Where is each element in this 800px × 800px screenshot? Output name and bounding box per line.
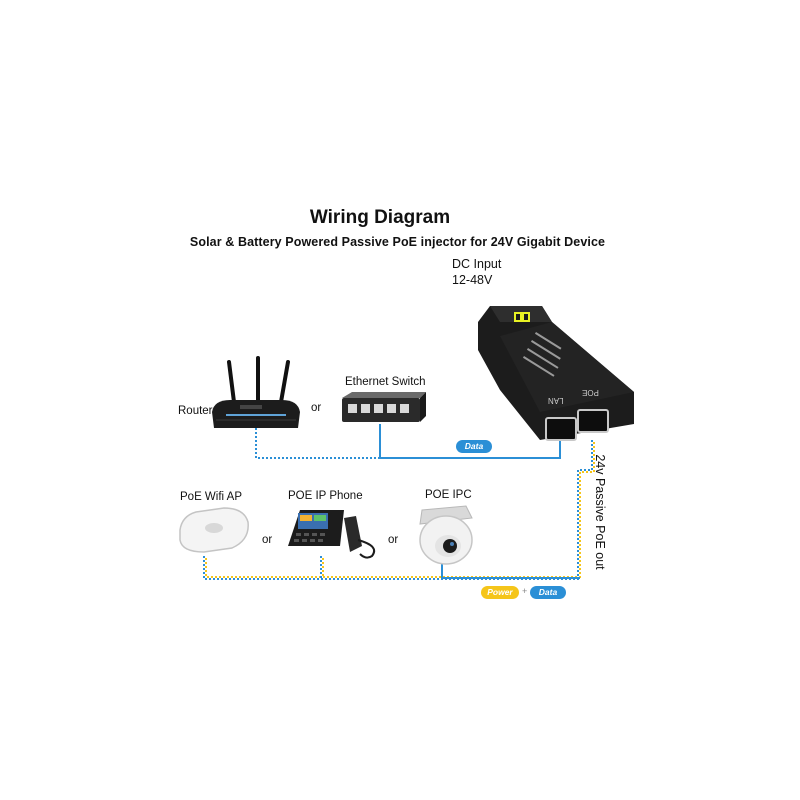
data-badge: Data xyxy=(456,440,492,453)
port-lan-label: LAN xyxy=(548,396,564,405)
router-icon xyxy=(212,356,300,428)
data-cable-lan xyxy=(255,424,561,459)
ethernet-switch-label: Ethernet Switch xyxy=(345,376,426,388)
ip-phone-icon xyxy=(288,510,376,559)
poe-ip-phone-label: POE IP Phone xyxy=(288,490,363,502)
page-subtitle: Solar & Battery Powered Passive PoE inje… xyxy=(189,235,606,249)
plus-sign: + xyxy=(522,586,528,596)
port-poe-label: POE xyxy=(582,388,599,397)
page-title: Wiring Diagram xyxy=(309,207,451,228)
or-label-2: or xyxy=(262,534,273,546)
poe-wifi-ap-label: PoE Wifi AP xyxy=(180,491,242,503)
wifi-ap-icon xyxy=(179,507,249,553)
or-label-1: or xyxy=(311,402,322,414)
ip-camera-icon xyxy=(419,505,473,565)
dc-input-line1: DC Input xyxy=(452,257,502,271)
power-badge: Power xyxy=(481,586,519,599)
router-label: Router xyxy=(178,405,213,417)
ethernet-switch-icon xyxy=(342,392,426,422)
or-label-3: or xyxy=(388,534,399,546)
dc-input-line2: 12-48V xyxy=(452,273,493,287)
poe-ipc-label: POE IPC xyxy=(425,489,472,501)
poe-injector-icon xyxy=(478,306,634,441)
data-badge-2: Data xyxy=(530,586,566,599)
poe-cable xyxy=(203,440,595,580)
dc-input-label: DC Input 12-48V xyxy=(452,256,501,288)
poe-out-label: 24v Passive PoE out xyxy=(593,454,607,570)
